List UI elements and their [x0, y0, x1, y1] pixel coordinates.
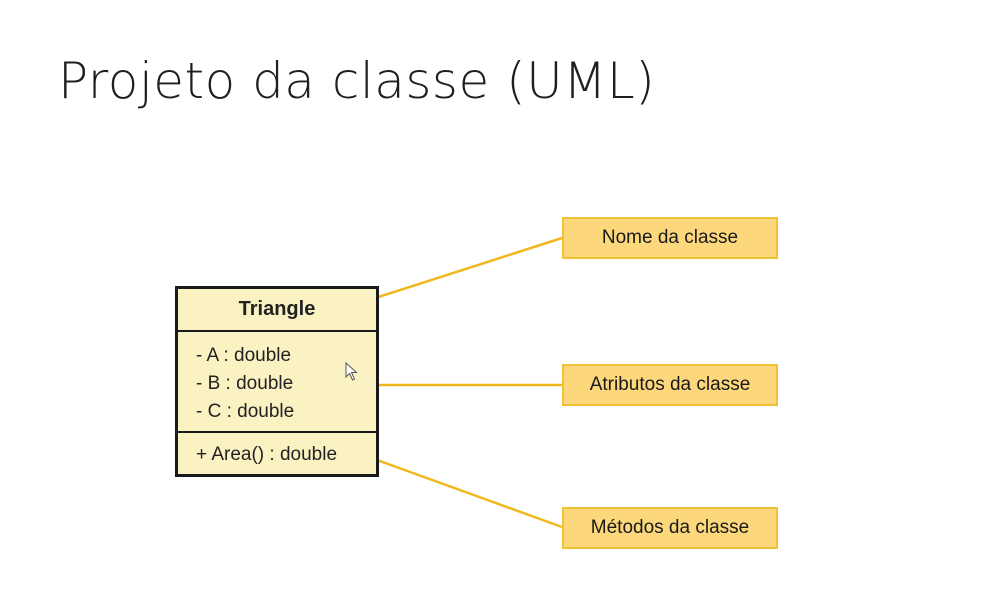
uml-methods-section: + Area() : double	[178, 433, 376, 469]
slide-title: Projeto da classe (UML)	[58, 52, 656, 110]
uml-method: + Area() : double	[196, 444, 338, 465]
uml-class-name: Triangle	[178, 289, 376, 332]
uml-attributes-section: - A : double - B : double - C : double	[178, 332, 376, 433]
label-class-name: Nome da classe	[562, 217, 778, 259]
uml-attribute: - B : double	[196, 373, 294, 394]
uml-class-box: Triangle - A : double - B : double - C :…	[175, 286, 379, 477]
label-attributes: Atributos da classe	[562, 364, 778, 406]
uml-attribute: - C : double	[196, 401, 295, 422]
arrow-to-methods	[364, 454, 563, 529]
label-methods: Métodos da classe	[562, 507, 778, 549]
mouse-cursor-icon	[345, 362, 358, 381]
uml-attribute: - A : double	[196, 345, 292, 366]
